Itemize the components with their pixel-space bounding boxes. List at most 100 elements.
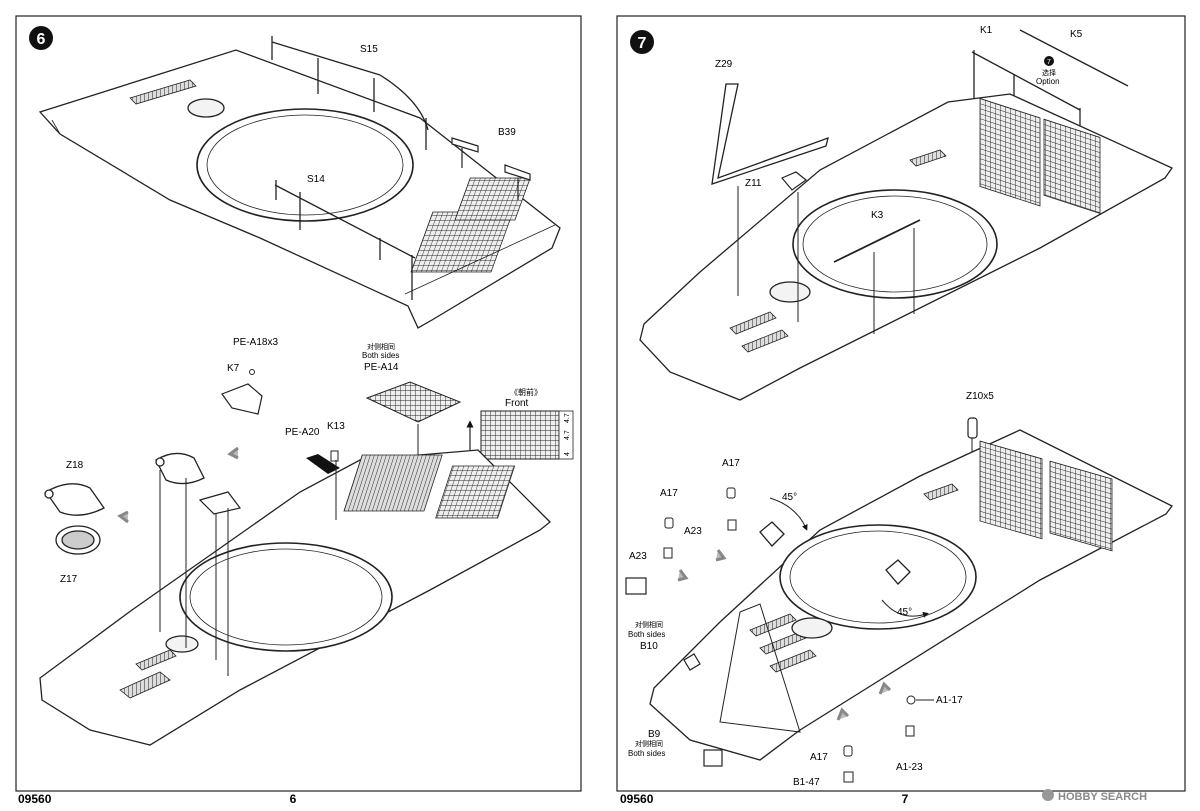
part-z29-bracket [711, 83, 829, 185]
label-s15: S15 [360, 44, 378, 55]
part-box-b [703, 749, 723, 767]
label-a1-23: A1-23 [896, 762, 923, 773]
option-step-number: 7 [1047, 59, 1051, 66]
label-a23-a: A23 [684, 526, 702, 537]
lower-hull-top-view-step7 [649, 429, 1173, 761]
part-hatch-cover [155, 452, 205, 485]
watermark-text: HOBBY SEARCH [1058, 791, 1147, 803]
front-mesh-diagram [480, 410, 560, 460]
label-z18: Z18 [66, 460, 84, 471]
angle-arc-b [881, 599, 929, 618]
step-6-number: 6 [37, 31, 46, 48]
watermark: HOBBY SEARCH [1042, 789, 1147, 803]
label-a17-bottom: A17 [810, 752, 828, 763]
label-both-sides-cn: 对侧相同 [367, 342, 395, 351]
label-b9: B9 [648, 729, 661, 740]
label-pe-a20: PE-A20 [285, 427, 320, 438]
label-both-sides-cn-r2: 对侧相同 [635, 739, 663, 748]
part-z17-hatch [55, 525, 101, 555]
label-z11: Z11 [745, 178, 762, 189]
label-z17: Z17 [60, 574, 78, 585]
step-6-badge: 6 [29, 26, 53, 50]
angle-arc-a [769, 497, 808, 531]
part-pe-a14-mesh [365, 381, 462, 423]
label-pe-a18: PE-A18x3 [233, 337, 278, 348]
page-code-right: 09560 [620, 792, 654, 806]
right-page-frame [616, 15, 1186, 792]
label-k7: K7 [227, 363, 240, 374]
label-both-sides-en-r: Both sides [628, 630, 665, 639]
part-b1-47 [843, 771, 854, 783]
option-badge: 7 [1044, 56, 1054, 66]
page-number-left: 6 [290, 792, 297, 806]
watermark-logo-icon [1042, 789, 1054, 801]
label-a1-17: A1-17 [936, 695, 963, 706]
dim-4: 4 [564, 452, 571, 456]
part-plate [198, 491, 242, 515]
part-k3-antenna [833, 219, 921, 263]
dim-47-b: 4.7 [564, 430, 571, 440]
guide-lines [159, 460, 337, 676]
part-a1-17 [906, 695, 916, 705]
label-a17-left: A17 [660, 488, 678, 499]
part-a23-a [727, 519, 737, 531]
part-a23-b [663, 547, 673, 559]
label-a23-b: A23 [629, 551, 647, 562]
part-z10 [967, 417, 978, 439]
direction-arrow [117, 510, 129, 524]
direction-arrow [227, 446, 239, 460]
part-periscope-housing-b [885, 559, 911, 585]
part-pe-a18 [249, 369, 255, 375]
lower-hull-top-view [39, 449, 551, 746]
page-number-right: 7 [902, 792, 909, 806]
label-front-en: Front [505, 398, 529, 409]
label-both-sides-en-r2: Both sides [628, 749, 665, 758]
label-angle-b: 45° [897, 607, 912, 618]
part-k5-rail [1019, 29, 1129, 87]
label-b39: B39 [498, 127, 516, 138]
label-option-cn: 选择 [1042, 68, 1056, 77]
part-s15-rail [271, 36, 429, 150]
label-b1-47: B1-47 [793, 777, 820, 788]
part-periscope-housing [759, 521, 785, 547]
part-k13 [330, 450, 339, 462]
part-b10 [683, 653, 701, 671]
label-a17-top: A17 [722, 458, 740, 469]
direction-arrow [836, 707, 850, 721]
label-option-en: Option [1036, 77, 1060, 86]
label-k5: K5 [1070, 29, 1083, 40]
label-z10: Z10x5 [966, 391, 994, 402]
part-a17-left [664, 517, 674, 529]
part-box [625, 577, 647, 595]
guide-lines [737, 186, 915, 334]
part-a1-23 [905, 725, 915, 737]
direction-arrow [878, 681, 892, 695]
part-b39-brackets [451, 137, 531, 200]
label-s14: S14 [307, 174, 325, 185]
page-code-left: 09560 [18, 792, 52, 806]
label-z29: Z29 [715, 59, 733, 70]
direction-arrow [715, 549, 727, 562]
label-pe-a14: PE-A14 [364, 362, 399, 373]
label-k1: K1 [980, 25, 993, 36]
upper-hull-top-view-step7 [639, 93, 1173, 401]
part-z18-hatch [44, 483, 105, 516]
part-a17-top [726, 487, 736, 499]
upper-hull-top-view [38, 49, 561, 329]
part-z11 [781, 171, 807, 191]
part-k7 [221, 383, 263, 415]
mesh-dimension-box [558, 410, 574, 460]
step-7-number: 7 [638, 35, 647, 52]
part-s14-rail [274, 180, 416, 300]
label-both-sides-en: Both sides [362, 351, 399, 360]
left-page-frame [15, 15, 582, 792]
dim-47-a: 4.7 [564, 413, 571, 423]
part-pe-a20 [306, 454, 340, 474]
part-a17-bottom [843, 745, 853, 757]
label-front-cn: 《朝前》 [510, 387, 542, 397]
label-b10: B10 [640, 641, 658, 652]
label-k3: K3 [871, 210, 884, 221]
label-both-sides-cn-r: 对侧相同 [635, 620, 663, 629]
step-7-badge: 7 [630, 30, 654, 54]
